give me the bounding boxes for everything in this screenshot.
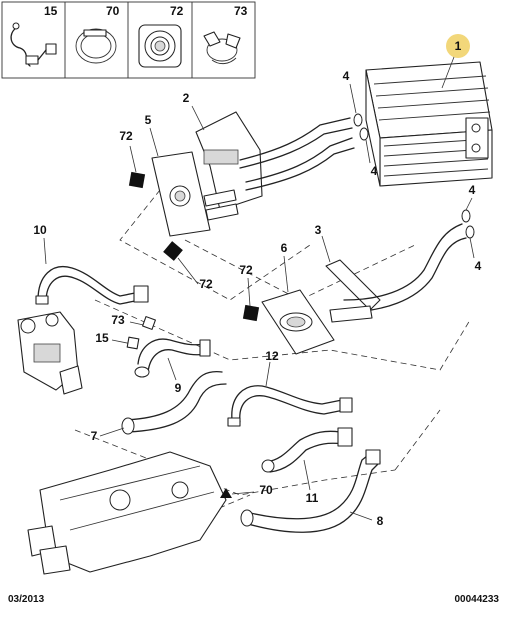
callout-1-highlight — [446, 34, 470, 58]
callout-4-bottom-a: 4 — [469, 183, 476, 197]
clamp-icon — [203, 31, 241, 65]
hose-7 — [121, 370, 227, 435]
clamp-73-marker — [142, 316, 156, 330]
inset-label-73: 73 — [234, 4, 248, 18]
inset-cell-70: 70 — [75, 4, 120, 64]
seal-ring-icon — [138, 24, 182, 68]
callout-8: 8 — [377, 514, 384, 528]
inset-label-72: 72 — [170, 4, 184, 18]
callout-72-b: 72 — [199, 277, 213, 291]
callout-2: 2 — [183, 91, 190, 105]
outlet-pipe-assembly — [325, 223, 467, 323]
harness-15-marker — [126, 336, 140, 350]
hose-9 — [134, 338, 211, 378]
inset-cell-73: 73 — [203, 4, 248, 65]
callout-72-a: 72 — [119, 129, 133, 143]
callout-10: 10 — [33, 223, 47, 237]
hose-10 — [35, 266, 149, 305]
inlet-pipe-assembly — [195, 111, 355, 221]
callout-6: 6 — [281, 241, 288, 255]
heater-matrix — [365, 61, 493, 187]
callout-12: 12 — [265, 349, 279, 363]
hose-clip-icon — [75, 28, 117, 64]
inset-label-70: 70 — [106, 4, 120, 18]
callout-7: 7 — [91, 429, 98, 443]
callout-11: 11 — [306, 491, 319, 505]
parts-inset-table: 15 70 72 — [1, 1, 256, 79]
footer-reference: 00044233 — [454, 594, 500, 605]
seal-markers — [128, 171, 260, 322]
inset-cell-72: 72 — [138, 4, 184, 68]
thermostat-housing — [17, 311, 83, 395]
hose-12 — [227, 385, 353, 427]
callout-72-c: 72 — [239, 263, 253, 277]
callout-4-top-a: 4 — [343, 69, 350, 83]
callout-15: 15 — [95, 331, 109, 345]
callout-4-top-b: 4 — [371, 164, 378, 178]
callout-70: 70 — [259, 483, 273, 497]
callout-5: 5 — [145, 113, 152, 127]
inset-label-15: 15 — [44, 4, 58, 18]
engine-block — [27, 451, 227, 575]
clip-marker-triangle — [220, 488, 232, 498]
gasket-plate-5 — [151, 151, 211, 237]
callout-3: 3 — [315, 223, 322, 237]
callout-73: 73 — [111, 313, 125, 327]
assembly-guides — [74, 189, 471, 513]
hose-8 — [240, 449, 381, 533]
footer-date: 03/2013 — [8, 594, 45, 605]
sensor-harness-icon — [10, 22, 57, 67]
inset-cell-15: 15 — [10, 4, 58, 67]
callout-1: 1 — [455, 39, 462, 53]
callout-9: 9 — [175, 381, 182, 395]
callout-4-bottom-b: 4 — [475, 259, 482, 273]
leader-lines — [43, 56, 475, 521]
hose-11 — [261, 427, 353, 473]
callout-labels: 1 2 4 4 5 72 4 4 3 10 72 6 72 73 15 9 12… — [33, 39, 481, 528]
gasket-plate-6 — [261, 289, 335, 355]
